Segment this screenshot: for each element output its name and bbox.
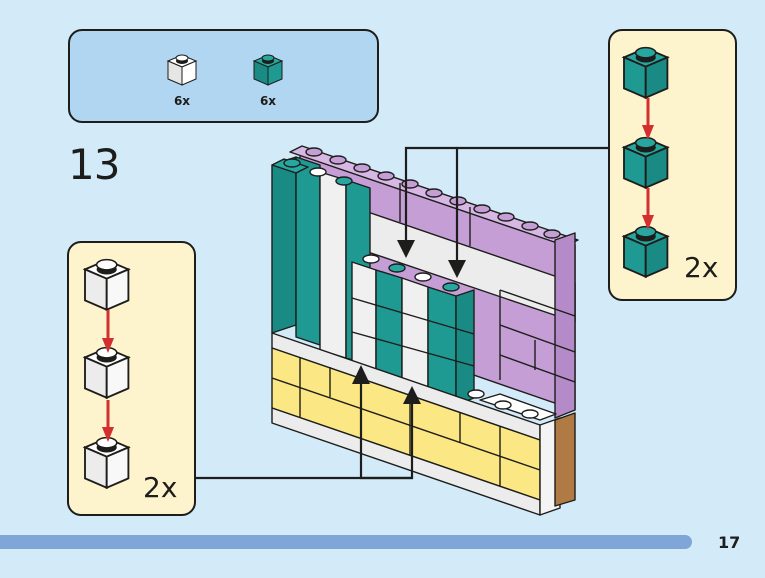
brown-brick <box>554 412 576 507</box>
progress-bar <box>0 535 692 549</box>
teal-brick-3 <box>623 225 669 278</box>
part-white-qty: 6x <box>173 94 191 108</box>
step-number: 13 <box>68 140 120 189</box>
white-brick-icon <box>166 54 198 86</box>
connector-white-a <box>359 378 412 480</box>
red-arrowhead-3 <box>102 338 114 353</box>
sub-assembly-teal-multiplier: 2x <box>684 251 719 284</box>
teal-brick-2 <box>623 136 669 189</box>
connector-teal-a <box>404 146 457 248</box>
teal-brick-1 <box>623 46 669 99</box>
page-number: 17 <box>718 533 741 552</box>
callout-connectors <box>196 146 608 480</box>
white-brick-1 <box>84 258 130 311</box>
part-white-brick: 6x <box>162 49 202 108</box>
callout-arrowheads <box>352 240 466 404</box>
teal-brick-icon <box>252 54 284 86</box>
parts-list-box: 6x 6x <box>68 29 379 123</box>
white-brick-2 <box>84 346 130 399</box>
teal-sub-assembly <box>623 46 669 278</box>
red-arrowhead-1 <box>642 125 654 140</box>
red-arrowhead-4 <box>102 427 114 442</box>
teal-column-1 <box>295 156 321 346</box>
part-teal-qty: 6x <box>259 94 277 108</box>
part-teal-brick: 6x <box>248 49 288 108</box>
wall-model <box>271 145 579 516</box>
sub-assembly-white-multiplier: 2x <box>143 471 178 504</box>
white-column <box>319 171 347 359</box>
white-brick-3 <box>84 436 130 489</box>
white-sub-assembly <box>84 258 130 489</box>
red-arrowhead-2 <box>642 215 654 230</box>
